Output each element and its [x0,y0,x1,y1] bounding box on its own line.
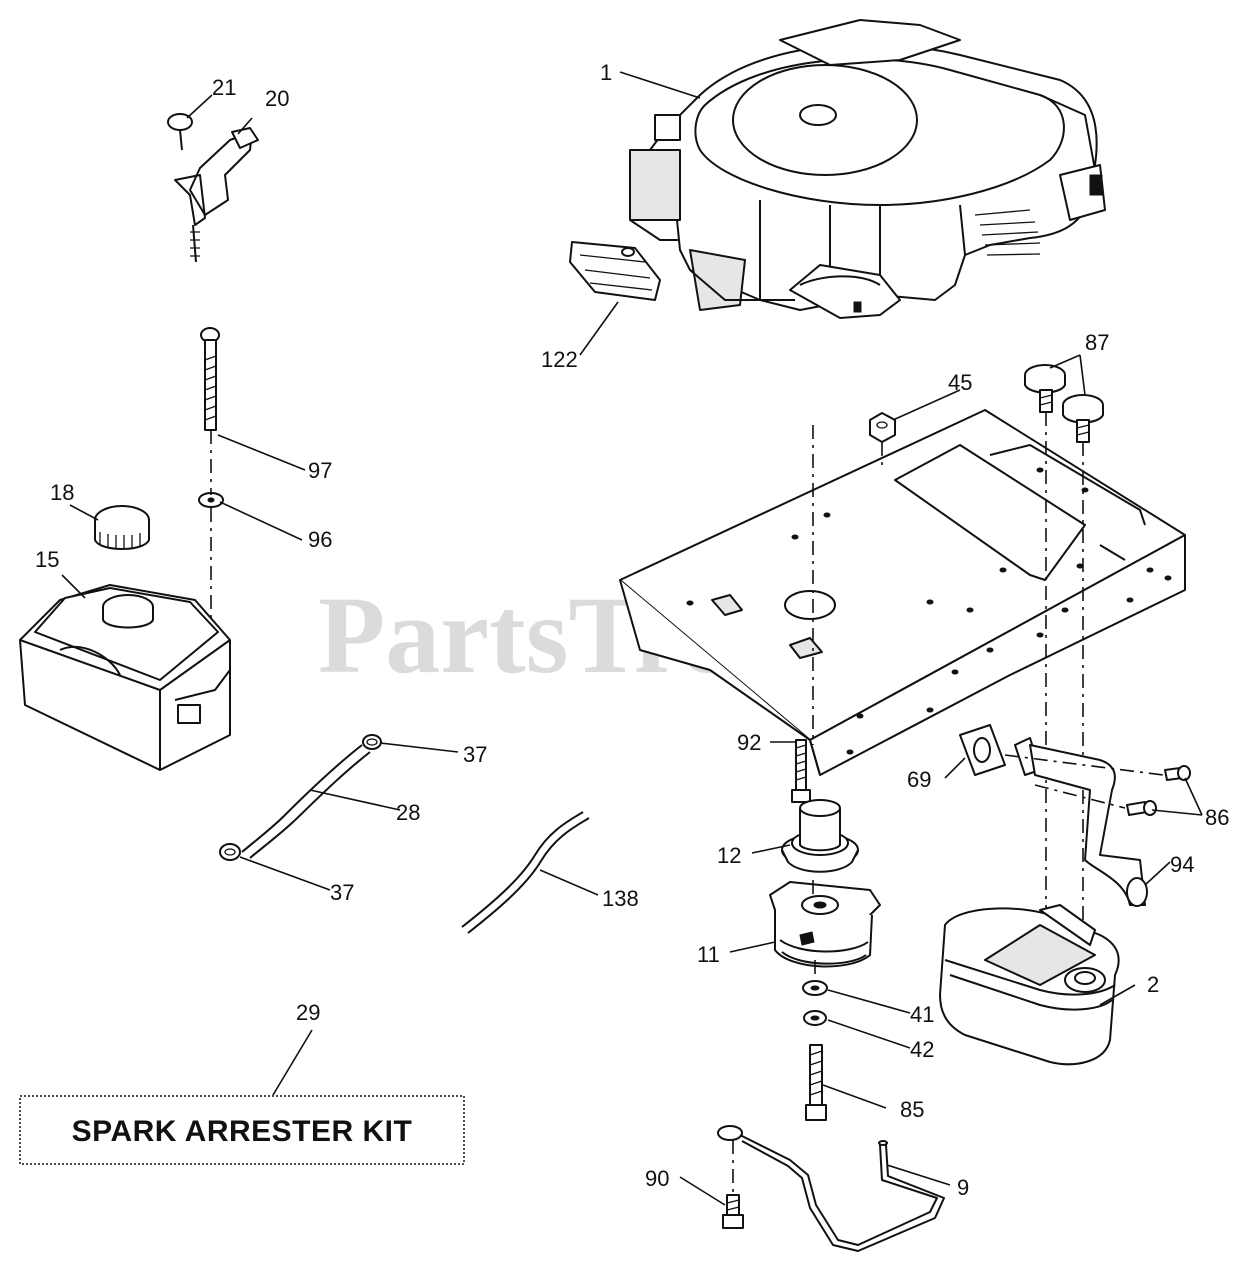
label-part-15: 15 [35,547,59,572]
label-part-90: 90 [645,1166,669,1191]
label-part-37-lower: 37 [330,880,354,905]
label-part-37-upper: 37 [463,742,487,767]
part-97-bolt[interactable] [200,327,220,431]
part-number-labels: 1 2 9 11 12 15 18 20 21 28 29 37 37 41 4… [35,60,1229,1200]
part-90-bolt[interactable] [722,1194,744,1229]
part-9-rod[interactable] [717,1125,945,1252]
label-part-20: 20 [265,86,289,111]
part-69-gasket[interactable] [959,724,1006,776]
engine-part[interactable] [629,19,1106,319]
label-part-97: 97 [308,458,332,483]
part-11-pto-clutch[interactable] [769,881,881,968]
label-part-45: 45 [948,370,972,395]
spark-arrester-kit-label: SPARK ARRESTER KIT [72,1115,413,1148]
label-part-42: 42 [910,1037,934,1062]
part-87-bolt-right[interactable] [1062,394,1104,443]
label-part-86: 86 [1205,805,1229,830]
label-part-85: 85 [900,1097,924,1122]
label-part-21: 21 [212,75,236,100]
part-37-clamp-lower[interactable] [219,843,241,861]
part-92-bolt[interactable] [791,739,811,803]
part-138-hose[interactable] [461,811,590,934]
label-part-138: 138 [602,886,639,911]
label-part-69: 69 [907,767,931,792]
label-part-41: 41 [910,1002,934,1027]
part-86-bolt-upper[interactable] [1164,765,1191,781]
label-part-87: 87 [1085,330,1109,355]
label-part-96: 96 [308,527,332,552]
label-part-94: 94 [1170,852,1194,877]
part-37-clamp-upper[interactable] [362,734,382,750]
label-part-92: 92 [737,730,761,755]
part-87-bolt-left[interactable] [1024,364,1066,413]
label-part-9: 9 [957,1175,969,1200]
part-42-washer[interactable] [803,1010,827,1026]
part-86-bolt-lower[interactable] [1126,800,1157,816]
part-12-pulley[interactable] [781,799,859,873]
engine-mount-frame[interactable] [619,409,1186,776]
spark-arrester-kit-box[interactable]: SPARK ARRESTER KIT [19,1095,465,1165]
label-part-11: 11 [697,942,720,967]
label-part-2: 2 [1147,972,1159,997]
label-part-1: 1 [600,60,612,85]
part-122-shield[interactable] [569,241,661,301]
part-45-nut[interactable] [869,412,896,443]
leader-lines [61,71,1203,1206]
label-part-122: 122 [541,347,578,372]
label-part-29: 29 [296,1000,320,1025]
part-41-washer[interactable] [802,980,828,996]
part-85-bolt[interactable] [805,1044,827,1121]
label-part-28: 28 [396,800,420,825]
label-part-18: 18 [50,480,74,505]
part-2-muffler[interactable] [939,904,1120,1066]
part-15-fuel-tank[interactable] [19,584,231,771]
part-94-exhaust-pipe[interactable] [1014,737,1148,907]
part-96-washer[interactable] [198,492,224,508]
part-18-gas-cap[interactable] [94,505,150,550]
throttle-control-part[interactable] [167,113,259,263]
label-part-12: 12 [717,843,741,868]
part-28-fuel-line[interactable] [241,744,371,859]
